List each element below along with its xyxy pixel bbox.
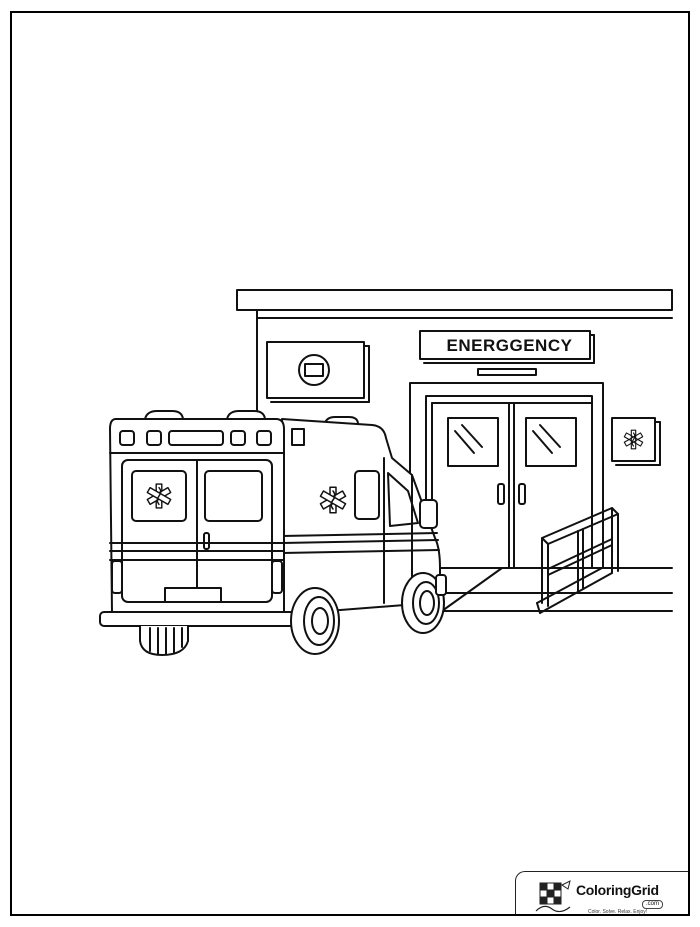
watermark-brand-name: ColoringGrid [576,882,659,898]
hospital-building [236,289,673,614]
star-of-life-icon [319,486,347,514]
coloringgrid-logo-icon [535,880,571,913]
wheelchair-ramp [441,507,619,614]
emergency-sign-text: ENERGGENCY [446,336,573,355]
camera-icon [304,363,324,377]
star-of-life-icon [146,483,172,509]
coloringgrid-watermark: ColoringGrid .com Color. Solve. Relax. E… [515,871,688,915]
watermark-domain-suffix: .com [642,900,664,909]
coloring-page-frame: ENERGGENCY ColoringGrid .com Color. Solv… [10,11,690,916]
emergency-sign-board [419,330,595,376]
ambulance [99,410,447,656]
star-of-life-icon [623,429,644,450]
wall-star-of-life-sign [611,417,661,466]
watermark-tagline: Color. Solve. Relax. Enjoy! [588,909,648,915]
wall-camera-box [266,341,370,403]
emergency-entrance-doors [409,382,604,569]
emergency-scene-illustration [99,289,673,656]
